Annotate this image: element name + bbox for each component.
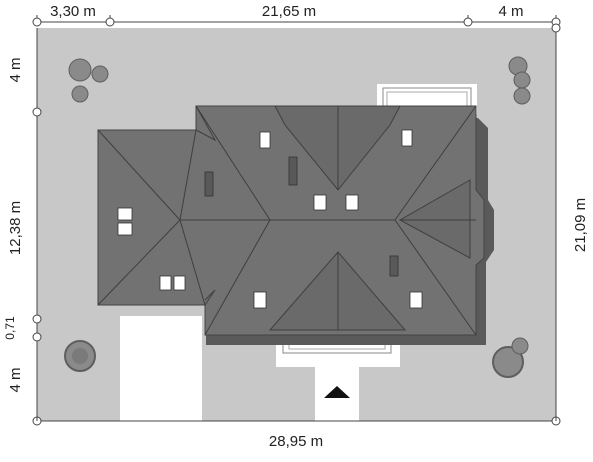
dim-left-middle: 12,38 m — [7, 201, 24, 255]
tree-icon — [68, 58, 109, 103]
left-path — [120, 316, 202, 421]
dim-left-small: 0,71 — [3, 316, 17, 340]
skylights — [117, 129, 423, 309]
dim-left-top: 4 m — [7, 57, 24, 82]
tree-icon — [64, 340, 96, 372]
dimension-lines — [32, 15, 561, 426]
dim-top-left: 3,30 m — [50, 3, 96, 20]
dim-top-middle: 21,65 m — [262, 3, 316, 20]
dim-bottom: 28,95 m — [269, 433, 323, 450]
dim-left-bottom: 4 m — [7, 367, 24, 392]
tree-icon — [492, 337, 529, 378]
dim-top-right: 4 m — [498, 3, 523, 20]
dim-right: 21,09 m — [572, 198, 589, 252]
roof — [97, 105, 485, 336]
tree-icon — [508, 56, 531, 105]
trees — [64, 56, 531, 378]
entrance-arrow-icon — [324, 386, 350, 398]
